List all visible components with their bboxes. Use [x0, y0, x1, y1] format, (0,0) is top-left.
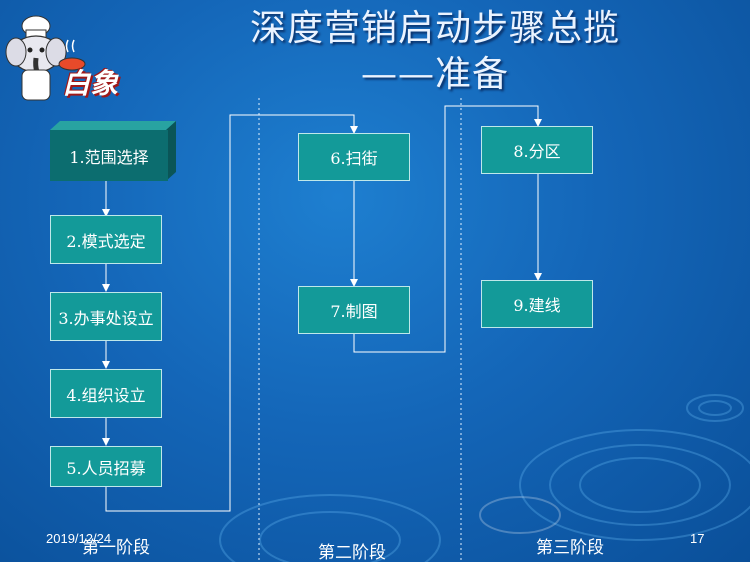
stage-3-label: 第三阶段 — [536, 538, 604, 558]
page-number: 17 — [690, 531, 705, 546]
step-3-box: 3.办事处设立 — [50, 292, 162, 341]
arrow-5-6 — [105, 114, 358, 512]
step-7-box: 7.制图 — [298, 286, 410, 334]
title-line-1: 深度营销启动步骤总揽 — [249, 8, 620, 49]
step-8-box: 8.分区 — [481, 126, 593, 174]
arrow-7-8 — [353, 105, 542, 353]
title-line-2: ——准备 — [360, 54, 509, 95]
step-9-box: 9.建线 — [481, 280, 593, 328]
step-2-box: 2.模式选定 — [50, 215, 162, 264]
stage-2-label: 第二阶段 — [318, 543, 386, 562]
footer-date: 2019/12/24 — [46, 531, 112, 546]
step-1-box: 1.范围选择 — [50, 130, 168, 181]
step-4-box: 4.组织设立 — [50, 369, 162, 418]
stage-1-label: 第一阶段 — [82, 538, 150, 558]
step-5-box: 5.人员招募 — [50, 446, 162, 487]
logo-text: 白象 — [62, 67, 119, 100]
baixiang-logo — [5, 15, 86, 101]
step-6-box: 6.扫街 — [298, 133, 410, 181]
slide-title: 深度营销启动步骤总揽 ——准备 — [200, 6, 670, 98]
step-1-3d-face — [50, 121, 176, 181]
